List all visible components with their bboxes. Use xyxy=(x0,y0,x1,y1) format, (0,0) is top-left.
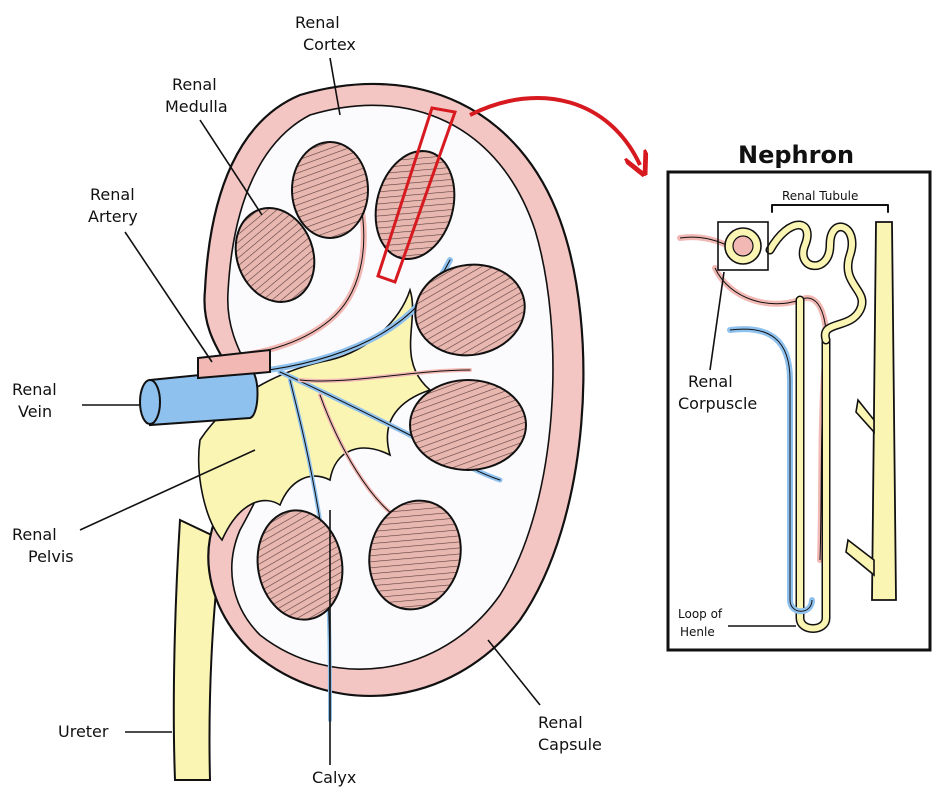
label-renal-capsule-line2: Capsule xyxy=(538,735,602,754)
label-renal-cortex-line2: Cortex xyxy=(303,35,356,54)
label-loop-of-henle-line2: Henle xyxy=(680,625,715,639)
leader-renal-artery xyxy=(125,232,212,362)
label-renal-artery-line2: Artery xyxy=(88,207,138,226)
label-calyx: Calyx xyxy=(312,768,356,787)
label-renal-corpuscle-line1: Renal xyxy=(688,372,733,391)
pyramid xyxy=(410,380,526,470)
label-renal-capsule-line1: Renal xyxy=(538,713,583,732)
label-ureter: Ureter xyxy=(58,722,109,741)
renal-vein-opening xyxy=(140,380,160,424)
nephron-title: Nephron xyxy=(738,141,854,169)
label-renal-vein-line2: Vein xyxy=(18,402,52,421)
leader-renal-capsule xyxy=(488,640,540,705)
renal-tubule-label: Renal Tubule xyxy=(782,189,858,203)
label-renal-pelvis-line2: Pelvis xyxy=(28,547,74,566)
label-renal-medulla-line1: Renal xyxy=(172,75,217,94)
collecting-duct xyxy=(872,222,896,600)
label-renal-corpuscle-line2: Corpuscle xyxy=(678,394,757,413)
glomerulus-core xyxy=(733,236,753,256)
label-loop-of-henle-line1: Loop of xyxy=(678,607,723,621)
label-renal-vein-line1: Renal xyxy=(12,380,57,399)
renal-artery xyxy=(198,350,270,378)
pyramid xyxy=(292,142,368,238)
label-renal-cortex-line1: Renal xyxy=(295,13,340,32)
label-renal-medulla-line2: Medulla xyxy=(165,97,228,116)
nephron-panel: Nephron Renal Tubule Renal Corpuscle Loo… xyxy=(668,141,930,650)
label-renal-artery-line1: Renal xyxy=(90,185,135,204)
label-renal-pelvis-line1: Renal xyxy=(12,525,57,544)
